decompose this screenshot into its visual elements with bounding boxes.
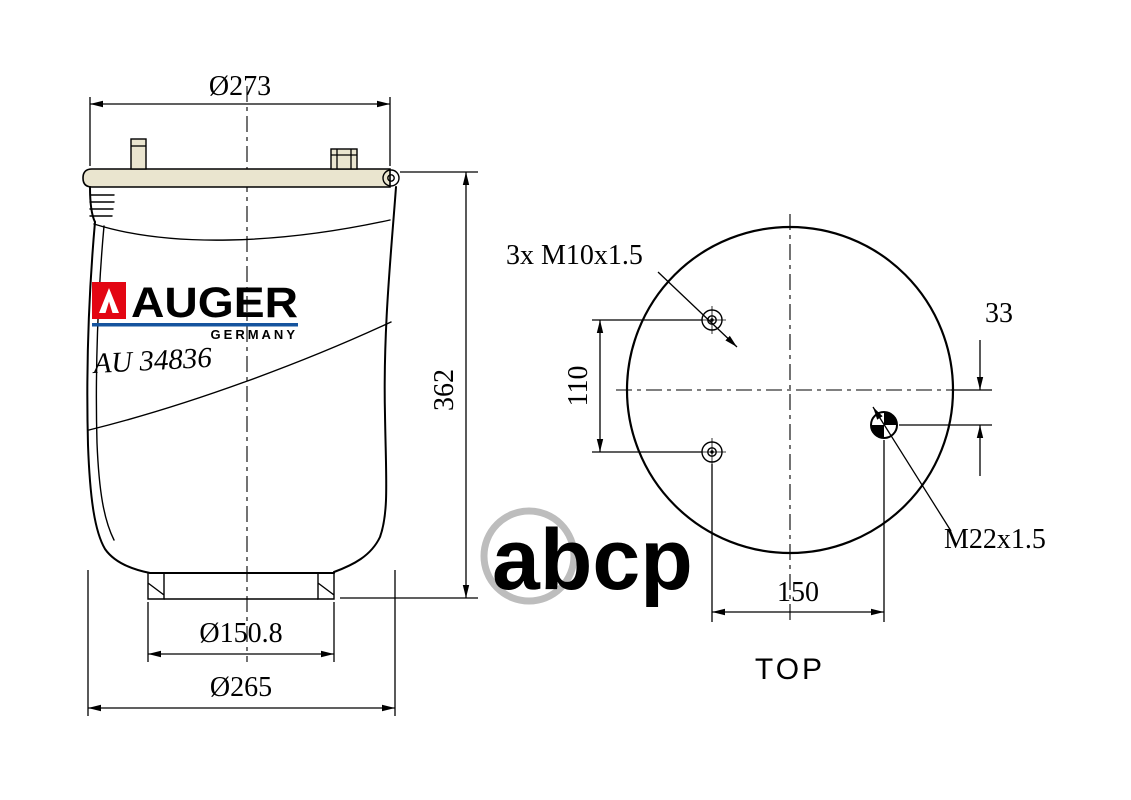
logo-arrow-icon: [99, 288, 119, 313]
logo-brand-text: AUGER: [131, 279, 298, 327]
top-plate: [82, 168, 391, 188]
mounting-stud-left: [130, 138, 147, 170]
bellows-left-inner: [95, 225, 115, 541]
watermark-text: abcp: [492, 512, 693, 608]
bellows-right-outer: [333, 186, 397, 573]
bellows-left-outer: [86, 221, 151, 574]
dim-height-text: 362: [429, 369, 460, 411]
dim-bolt-spacing-text: 110: [563, 366, 594, 407]
dim-bolt-spacing: 110: [563, 319, 702, 453]
side-view: Ø273 362 Ø150.8 Ø265 AUGER GERMANY AU: [82, 71, 478, 716]
fitting-callout: M22x1.5: [872, 406, 1046, 555]
bolt-hole-bottom: [698, 438, 726, 466]
dim-fitting-distance: 150: [711, 440, 885, 622]
bolt-hole-top: [698, 306, 726, 334]
piston-foot-left: [147, 572, 165, 600]
mounting-boss-right: [330, 148, 358, 170]
bellows-body: [86, 186, 397, 600]
dim-top-diameter: Ø273: [89, 71, 391, 166]
piston-foot-right: [317, 572, 335, 600]
plate-edge-curl-inner: [387, 174, 395, 182]
fitting-callout-text: M22x1.5: [944, 524, 1046, 555]
dim-base-diameter: Ø265: [87, 570, 396, 716]
bellows-fold-lower: [88, 321, 392, 431]
dim-offset-text: 33: [985, 298, 1013, 329]
bolt-callout-text: 3x M10x1.5: [506, 240, 643, 271]
part-number-text: AU 34836: [91, 342, 213, 380]
bellows-fold-upper: [93, 219, 391, 241]
top-view: 110 33 150 3x M10x1.5 M22x1.5 TOP: [506, 214, 1046, 686]
dim-offset: 33: [899, 298, 1013, 476]
dim-height: 362: [340, 171, 478, 599]
dim-piston-diameter: Ø150.8: [147, 602, 335, 662]
bellows-top-ripples: [89, 194, 115, 217]
dim-fitting-distance-text: 150: [777, 577, 819, 608]
dim-piston-diameter-text: Ø150.8: [199, 618, 282, 649]
plate-edge-curl: [382, 169, 400, 187]
logo-underline: [92, 323, 298, 327]
top-view-label: TOP: [755, 653, 825, 686]
logo-country-text: GERMANY: [211, 327, 298, 342]
watermark-ring: [480, 507, 578, 605]
auger-logo: AUGER GERMANY AU 34836: [91, 279, 298, 380]
abcp-watermark: abcp: [480, 507, 693, 608]
dim-top-diameter-text: Ø273: [209, 71, 271, 102]
dim-base-diameter-text: Ø265: [210, 672, 272, 703]
bolt-callout: 3x M10x1.5: [506, 240, 738, 348]
